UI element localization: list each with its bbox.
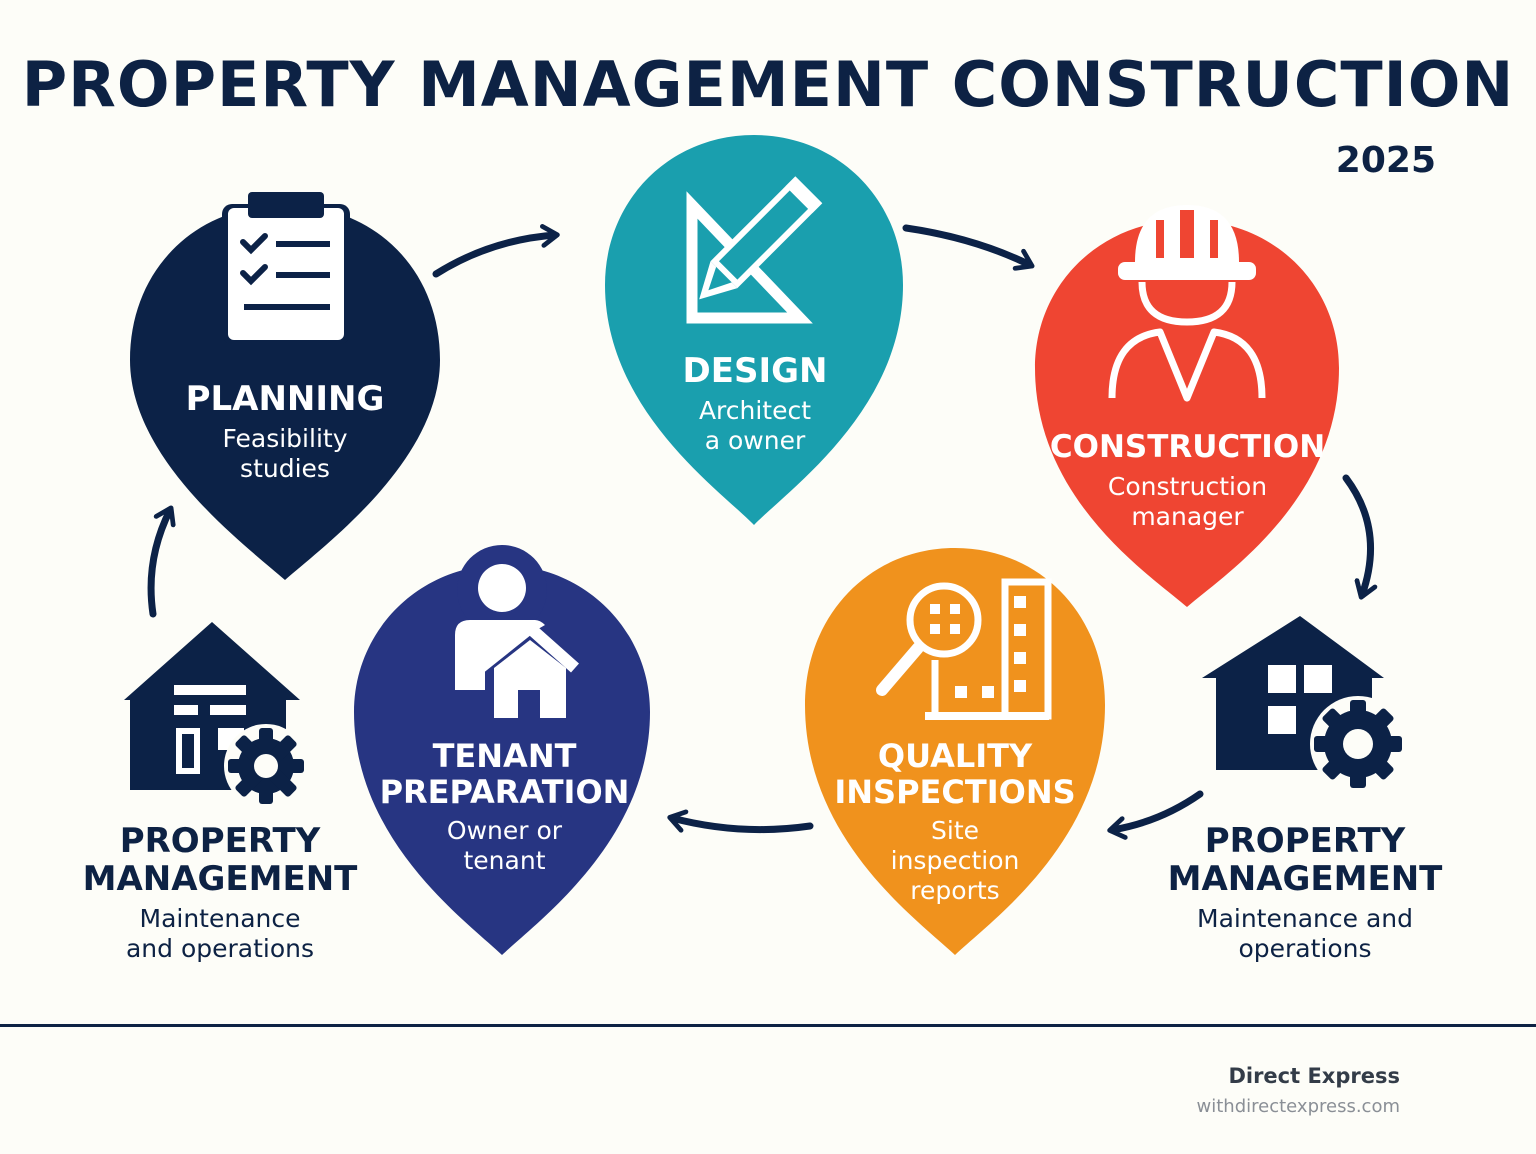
clipboard-checklist-icon	[222, 192, 350, 344]
footer-url-link[interactable]: withdirectexpress.com	[1196, 1096, 1400, 1117]
arrow-construction-to-property	[1342, 474, 1378, 600]
property-left-subtitle-line: Maintenance	[139, 904, 301, 933]
planning-label: PLANNING Feasibility studies	[160, 380, 410, 484]
design-subtitle-line: a owner	[704, 426, 806, 455]
arrow-quality-to-tenant	[667, 809, 814, 834]
hard-hat-worker-icon	[1108, 205, 1266, 402]
construction-pin	[1035, 220, 1339, 607]
design-subtitle: Architect a owner	[630, 396, 880, 456]
quality-title-line: INSPECTIONS	[834, 773, 1076, 811]
property-right-label: PROPERTY MANAGEMENT Maintenance and oper…	[1152, 822, 1458, 964]
quality-subtitle: Site inspection reports	[820, 816, 1090, 906]
tenant-subtitle: Owner or tenant	[372, 816, 637, 876]
tenant-subtitle-line: tenant	[463, 846, 546, 875]
property-left-title: PROPERTY MANAGEMENT	[70, 822, 370, 898]
property-right-subtitle-line: Maintenance and	[1197, 904, 1413, 933]
property-right-title-line: MANAGEMENT	[1167, 859, 1443, 899]
page-title: PROPERTY MANAGEMENT CONSTRUCTION	[21, 48, 1515, 121]
property-left-subtitle: Maintenance and operations	[70, 904, 370, 964]
quality-label: QUALITY INSPECTIONS Site inspection repo…	[820, 738, 1090, 906]
year-label: 2025	[1335, 140, 1436, 181]
tenant-title-line: PREPARATION	[379, 773, 630, 811]
quality-subtitle-line: inspection	[890, 846, 1020, 875]
quality-pin	[805, 548, 1105, 955]
house-gear-icon	[124, 622, 308, 808]
arrow-design-to-construction	[902, 224, 1035, 271]
person-house-icon	[455, 564, 579, 718]
tenant-label: TENANT PREPARATION Owner or tenant	[372, 738, 637, 876]
property-right-subtitle-line: operations	[1238, 934, 1372, 963]
magnifier-building-icon	[876, 578, 1052, 720]
quality-subtitle-line: reports	[910, 876, 1000, 905]
property-left-title-line: MANAGEMENT	[82, 859, 358, 899]
footer-divider	[0, 1024, 1536, 1027]
property-right-title: PROPERTY MANAGEMENT	[1152, 822, 1458, 898]
property-right-subtitle: Maintenance and operations	[1152, 904, 1458, 964]
property-left-label: PROPERTY MANAGEMENT Maintenance and oper…	[70, 822, 370, 964]
tenant-subtitle-line: Owner or	[446, 816, 563, 845]
quality-subtitle-line: Site	[931, 816, 979, 845]
planning-subtitle: Feasibility studies	[160, 424, 410, 484]
planning-title: PLANNING	[185, 379, 385, 419]
design-pin	[605, 135, 903, 525]
planning-subtitle-line: Feasibility	[222, 424, 348, 453]
design-subtitle-line: Architect	[698, 396, 812, 425]
tenant-title: TENANT PREPARATION	[372, 738, 637, 810]
property-left-subtitle-line: and operations	[125, 934, 315, 963]
property-left-title-line: PROPERTY	[119, 821, 321, 861]
construction-title: CONSTRUCTION	[1049, 429, 1326, 465]
quality-title: QUALITY INSPECTIONS	[820, 738, 1090, 810]
house-gear-icon	[1202, 616, 1406, 792]
arrow-property-to-quality	[1107, 790, 1204, 840]
construction-subtitle-line: Construction	[1107, 472, 1268, 501]
construction-subtitle: Construction manager	[1045, 472, 1330, 532]
arrow-planning-to-design	[432, 224, 560, 278]
footer: Direct Express withdirectexpress.com	[1197, 1064, 1400, 1117]
tenant-title-line: TENANT	[432, 737, 577, 775]
pencil-triangle-icon	[686, 176, 823, 324]
arrow-property-to-planning	[147, 505, 176, 618]
quality-title-line: QUALITY	[877, 737, 1033, 775]
property-right-title-line: PROPERTY	[1204, 821, 1406, 861]
design-title: DESIGN	[682, 351, 828, 391]
planning-subtitle-line: studies	[240, 454, 330, 483]
planning-pin	[130, 205, 440, 580]
construction-label: CONSTRUCTION Construction manager	[1045, 428, 1330, 532]
construction-subtitle-line: manager	[1131, 502, 1244, 531]
design-label: DESIGN Architect a owner	[630, 352, 880, 456]
footer-brand: Direct Express	[1228, 1064, 1400, 1088]
